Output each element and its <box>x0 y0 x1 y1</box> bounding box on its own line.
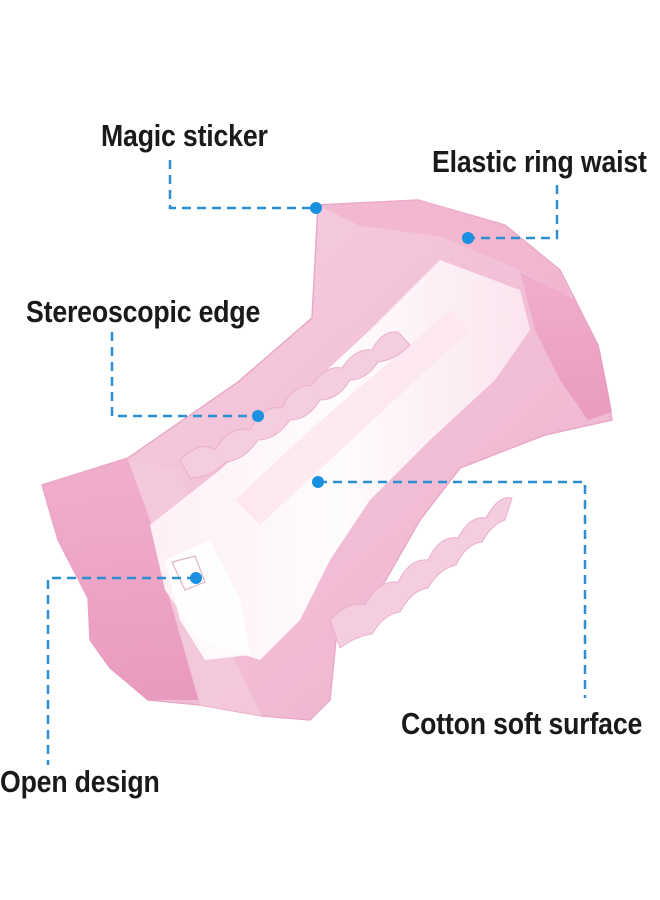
cotton-surface-leader <box>318 480 587 698</box>
elastic-waist-dot <box>462 232 474 244</box>
open-design-leader <box>46 576 196 765</box>
elastic-waist-leader <box>468 185 559 240</box>
stereoscopic-edge-label: Stereoscopic edge <box>26 294 261 329</box>
open-design-dot <box>190 572 202 584</box>
core-channel <box>235 310 470 525</box>
magic-sticker-label: Magic sticker <box>101 118 268 153</box>
callout-dots <box>190 202 474 584</box>
back-waist-band <box>320 200 572 300</box>
open-design-label: Open design <box>0 764 160 799</box>
stereoscopic-edge-right <box>329 497 513 649</box>
stereo-edge-leader <box>110 332 258 418</box>
magic-sticker-leader <box>168 160 316 210</box>
cotton-soft-surface-label: Cotton soft surface <box>401 706 643 741</box>
stereo-edge-dot <box>252 410 264 422</box>
magic-sticker-dot <box>310 202 322 214</box>
back-side-tab <box>520 272 612 420</box>
elastic-ring-waist-label: Elastic ring waist <box>432 144 647 179</box>
callout-lines <box>46 160 587 765</box>
cotton-surface-dot <box>312 476 324 488</box>
